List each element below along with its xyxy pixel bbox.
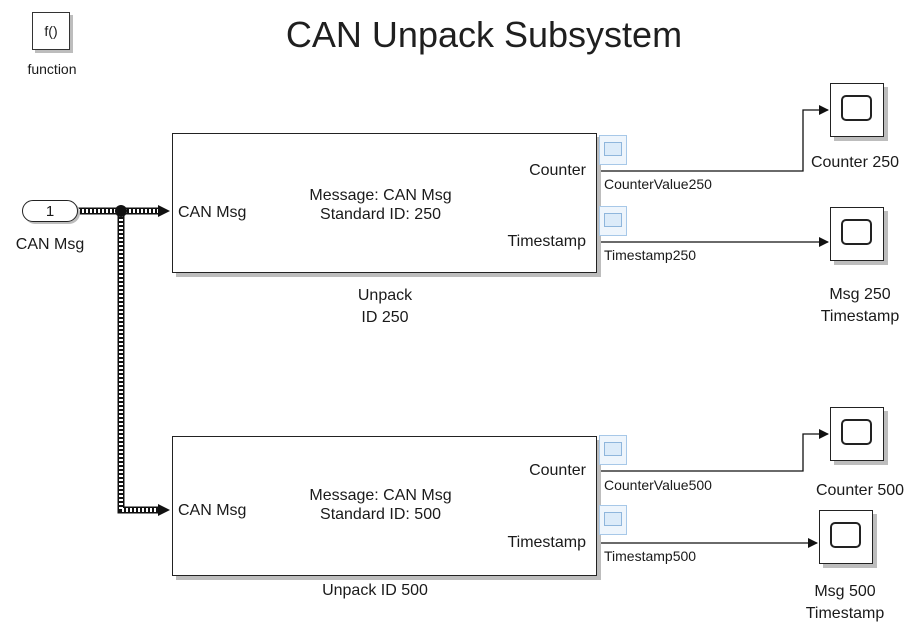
standard-id-text: Standard ID: 500 <box>320 506 441 523</box>
unpack-subsystem-500[interactable]: CAN Msg Message: CAN Msg Standard ID: 50… <box>172 436 597 576</box>
output-port-timestamp: Timestamp <box>507 233 586 250</box>
unpack-subsystem-250[interactable]: CAN Msg Message: CAN Msg Standard ID: 25… <box>172 133 597 273</box>
scope-counter-250[interactable] <box>830 83 884 137</box>
scope-icon <box>841 419 872 445</box>
function-block-label: function <box>27 61 77 77</box>
message-text: Message: CAN Msg <box>309 187 452 204</box>
signal-label-timestamp500: Timestamp500 <box>604 548 697 564</box>
scope-icon <box>841 95 872 121</box>
scope-label-counter-250: Counter 250 <box>810 154 900 171</box>
inport-block[interactable]: 1 <box>22 200 78 222</box>
function-block[interactable]: f() <box>32 12 70 50</box>
signal-viewer-icon[interactable] <box>599 505 627 535</box>
signal-viewer-icon[interactable] <box>599 206 627 236</box>
function-symbol: f() <box>44 23 58 39</box>
signal-label-countervalue500: CounterValue500 <box>604 477 712 493</box>
output-port-timestamp: Timestamp <box>507 534 586 551</box>
diagram-title: CAN Unpack Subsystem <box>285 14 683 55</box>
input-port-label: CAN Msg <box>178 502 247 519</box>
signal-label-timestamp250: Timestamp250 <box>604 247 697 263</box>
scope-counter-500[interactable] <box>830 407 884 461</box>
inport-number: 1 <box>45 202 55 220</box>
signal-label-countervalue250: CounterValue250 <box>604 176 712 192</box>
scope-icon <box>830 522 861 548</box>
scope-label-msg-500-timestamp: Msg 500 Timestamp <box>805 583 885 622</box>
output-port-counter: Counter <box>529 462 586 479</box>
input-port-label: CAN Msg <box>178 204 247 221</box>
scope-msg-500-timestamp[interactable] <box>819 510 873 564</box>
subsystem-label-500: Unpack ID 500 <box>322 582 428 599</box>
scope-msg-250-timestamp[interactable] <box>830 207 884 261</box>
standard-id-text: Standard ID: 250 <box>320 206 441 223</box>
bus-lines[interactable] <box>78 205 170 516</box>
inport-label: CAN Msg <box>15 236 85 253</box>
scope-label-counter-500: Counter 500 <box>815 482 905 499</box>
scope-icon <box>841 219 872 245</box>
scope-label-msg-250-timestamp: Msg 250 Timestamp <box>820 286 900 325</box>
signal-viewer-icon[interactable] <box>599 135 627 165</box>
signal-viewer-icon[interactable] <box>599 435 627 465</box>
message-text: Message: CAN Msg <box>309 487 452 504</box>
subsystem-label-250: Unpack ID 250 <box>357 287 413 326</box>
output-port-counter: Counter <box>529 162 586 179</box>
output-signal-lines[interactable] <box>597 105 829 548</box>
